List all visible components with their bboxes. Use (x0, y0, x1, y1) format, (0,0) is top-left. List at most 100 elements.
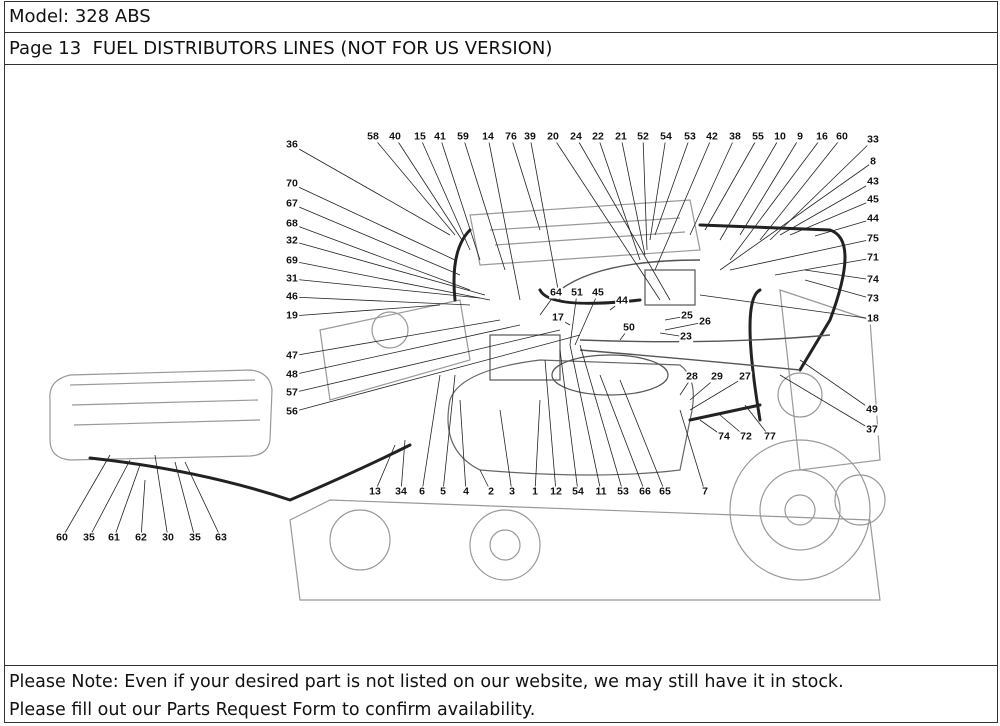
part-callout-74: 74 (717, 430, 731, 443)
leader-line (374, 444, 396, 493)
part-callout-1: 1 (531, 485, 539, 498)
footer-note-line2: Please fill out our Parts Request Form t… (9, 700, 536, 720)
leader-line (291, 144, 451, 236)
leader-line (719, 136, 781, 241)
part-callout-21: 21 (614, 130, 628, 143)
leader-line (769, 139, 874, 241)
page-frame (4, 1, 998, 723)
leader-line (574, 292, 599, 346)
leader-line (291, 223, 471, 291)
fuel-lines-thin (559, 259, 831, 371)
part-callout-61: 61 (107, 531, 121, 544)
leader-line (779, 374, 873, 431)
part-callout-59: 59 (456, 130, 470, 143)
part-callout-70: 70 (285, 177, 299, 190)
leader-line (739, 136, 801, 236)
part-callout-4: 4 (462, 485, 470, 498)
part-callout-11: 11 (594, 485, 608, 498)
part-callout-14: 14 (481, 130, 495, 143)
leader-line (442, 374, 456, 493)
leader-line (597, 136, 641, 261)
part-callout-13: 13 (368, 485, 382, 498)
part-callout-26: 26 (698, 315, 712, 328)
part-callout-69: 69 (285, 254, 299, 267)
part-callout-66: 66 (638, 485, 652, 498)
part-callout-3: 3 (508, 485, 516, 498)
part-callout-25: 25 (680, 309, 694, 322)
leader-line (88, 459, 131, 539)
part-callout-43: 43 (866, 175, 880, 188)
leader-line (649, 136, 667, 241)
part-callout-49: 49 (865, 403, 879, 416)
part-callout-54: 54 (571, 485, 585, 498)
leader-line (729, 238, 874, 271)
part-callout-54: 54 (659, 130, 673, 143)
leader-line (291, 183, 456, 261)
part-callout-60: 60 (55, 531, 69, 544)
leader-line (654, 136, 713, 271)
part-callout-73: 73 (866, 292, 880, 305)
leader-line (372, 136, 456, 236)
leader-line (419, 136, 471, 251)
leader-line (759, 136, 843, 241)
leader-line (291, 334, 581, 413)
part-callout-34: 34 (394, 485, 408, 498)
part-callout-17: 17 (551, 311, 565, 324)
leader-line (291, 296, 471, 306)
part-callout-37: 37 (865, 423, 879, 436)
part-callout-77: 77 (763, 430, 777, 443)
part-callout-68: 68 (285, 217, 299, 230)
leader-lines (61, 136, 874, 539)
leader-line (534, 399, 541, 493)
part-callout-7: 7 (701, 485, 709, 498)
engine-sketch (49, 199, 886, 601)
leader-line (719, 161, 874, 271)
leader-line (459, 399, 467, 493)
part-callout-5: 5 (439, 485, 447, 498)
part-callout-24: 24 (569, 130, 583, 143)
leader-line (579, 344, 624, 493)
part-callout-22: 22 (591, 130, 605, 143)
part-callout-42: 42 (705, 130, 719, 143)
leader-line (291, 278, 481, 299)
part-callout-51: 51 (570, 286, 584, 299)
part-callout-8: 8 (869, 155, 877, 168)
leader-line (291, 240, 486, 296)
part-callout-6: 6 (418, 485, 426, 498)
part-callout-53: 53 (616, 485, 630, 498)
part-callout-44: 44 (615, 294, 629, 307)
part-callout-48: 48 (285, 368, 299, 381)
part-callout-41: 41 (433, 130, 447, 143)
footer-note-line1: Please Note: Even if your desired part i… (9, 672, 844, 692)
part-callout-35: 35 (188, 531, 202, 544)
leader-line (544, 359, 557, 493)
part-callout-47: 47 (285, 349, 299, 362)
leader-line (699, 294, 874, 320)
part-callout-75: 75 (866, 232, 880, 245)
part-callout-2: 2 (487, 485, 495, 498)
part-callout-10: 10 (773, 130, 787, 143)
leader-line (599, 374, 646, 493)
part-callout-57: 57 (285, 386, 299, 399)
leader-line (654, 136, 691, 236)
part-callout-18: 18 (866, 312, 880, 325)
leader-line (184, 461, 222, 539)
part-callout-12: 12 (549, 485, 563, 498)
leader-line (804, 279, 874, 300)
leader-line (291, 260, 491, 301)
leader-line (113, 464, 141, 539)
leader-line (61, 454, 111, 539)
part-callout-45: 45 (866, 193, 880, 206)
leader-line (569, 292, 578, 346)
leader-line (291, 203, 461, 276)
leader-line (704, 136, 759, 231)
leader-line (559, 349, 579, 493)
part-callout-27: 27 (738, 370, 752, 383)
leader-line (291, 319, 501, 357)
leader-line (799, 359, 873, 411)
part-callout-29: 29 (710, 370, 724, 383)
part-callout-20: 20 (546, 130, 560, 143)
leader-line (462, 136, 506, 271)
leader-line (140, 479, 146, 539)
leader-line (619, 379, 666, 493)
